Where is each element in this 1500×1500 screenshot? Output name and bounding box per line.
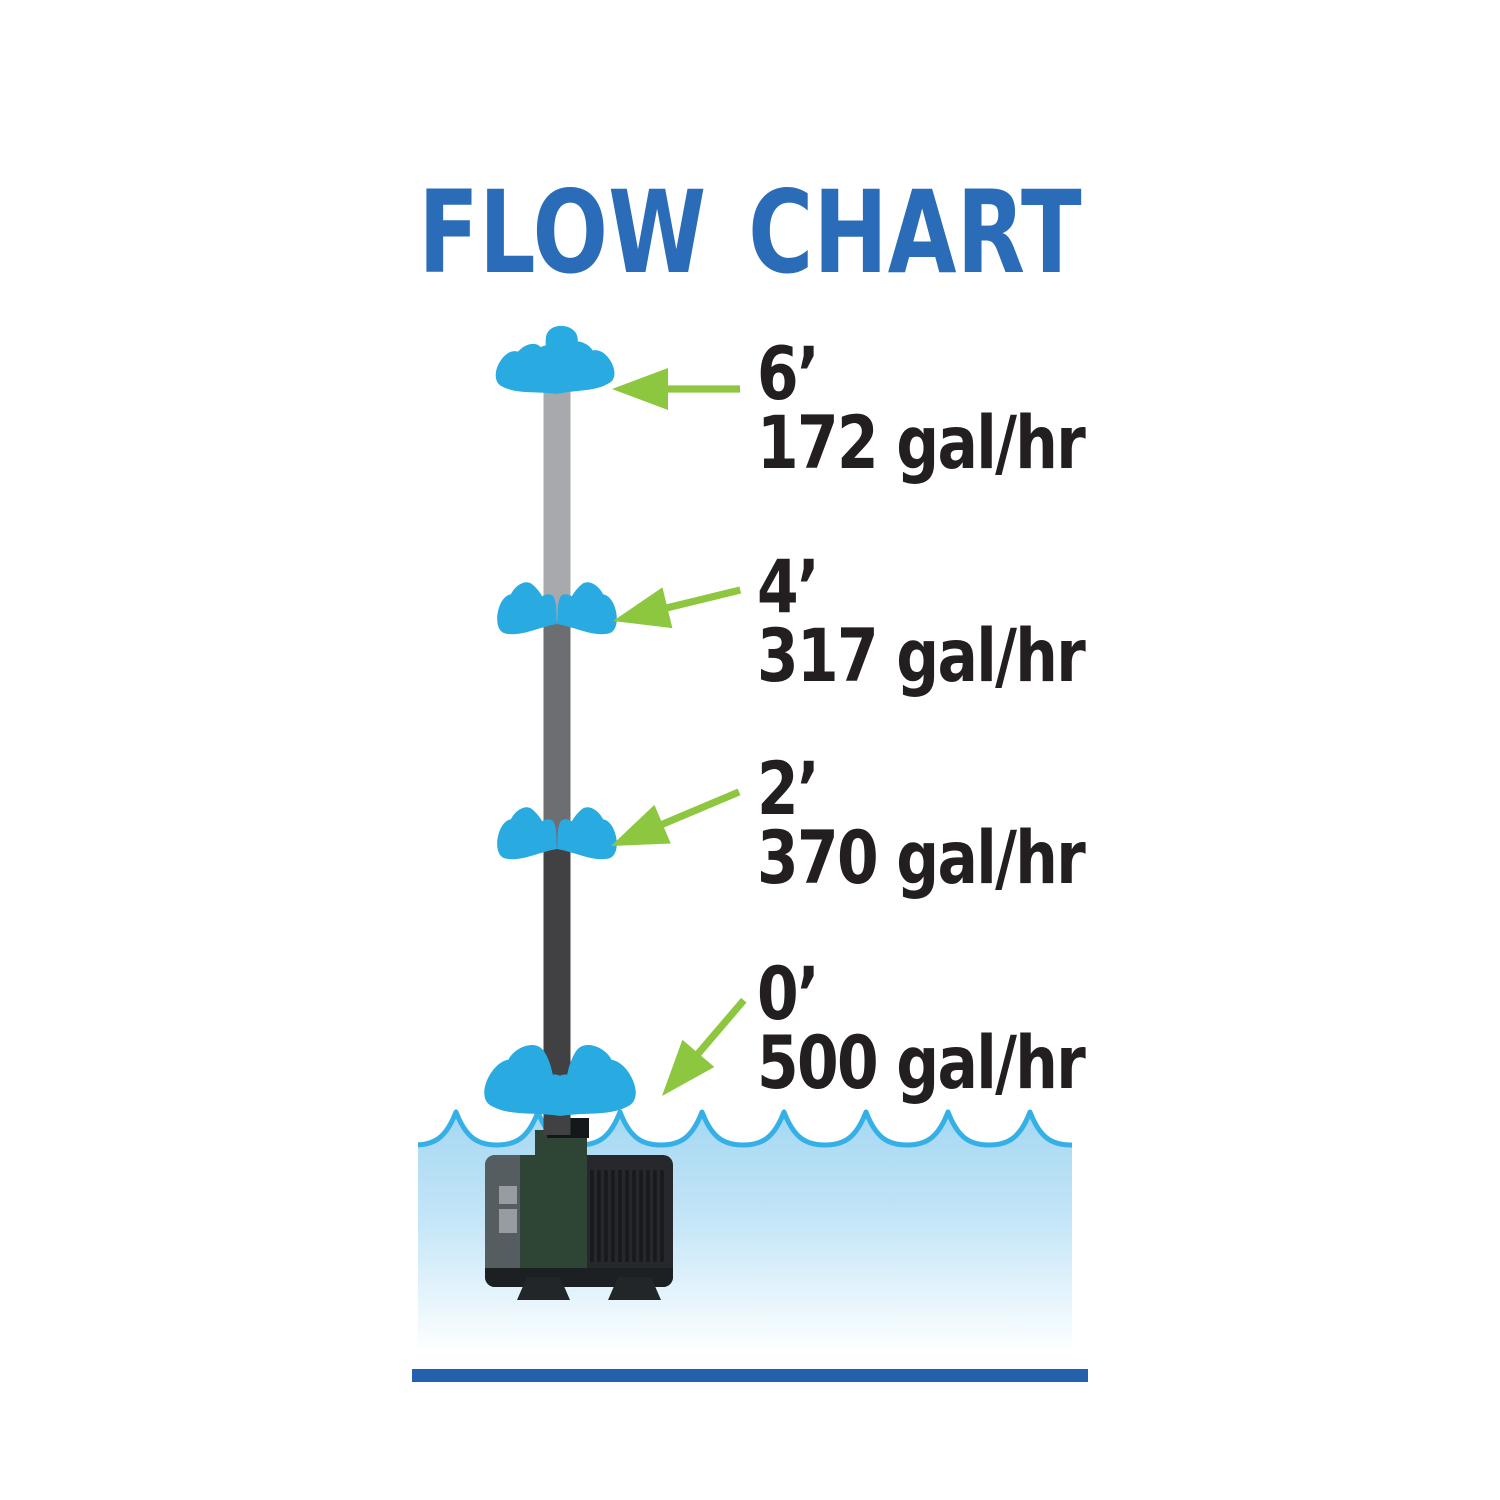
- flow-2ft: 370 gal/hr: [757, 816, 1086, 901]
- pump-vent-slot: [499, 1186, 517, 1204]
- pump-foot-left: [517, 1277, 570, 1300]
- flow-0ft: 500 gal/hr: [757, 1021, 1086, 1106]
- height-6ft: 6’: [757, 332, 820, 417]
- arrow-2ft-icon: [611, 788, 741, 846]
- base-line: [412, 1369, 1088, 1382]
- water-surface-waves: [418, 1109, 1072, 1148]
- label-2ft: 2’ 370 gal/hr: [757, 747, 1086, 901]
- pump-green-housing: [520, 1155, 587, 1287]
- label-4ft: 4’ 317 gal/hr: [757, 545, 1086, 699]
- pump-foot-right: [608, 1277, 661, 1300]
- arrows: [611, 368, 747, 1096]
- label-0ft: 0’ 500 gal/hr: [757, 952, 1086, 1106]
- arrow-4ft-icon: [613, 586, 742, 629]
- pump-slats: [590, 1170, 664, 1262]
- pump-vent-slot: [499, 1209, 517, 1233]
- height-0ft: 0’: [757, 952, 820, 1037]
- page-title: FLOW CHART: [418, 166, 1082, 299]
- pond-pump: [485, 1118, 673, 1300]
- height-2ft: 2’: [757, 747, 820, 832]
- riser-pipe: [543, 390, 571, 1135]
- arrow-6ft-icon: [612, 368, 740, 410]
- pond-water: [418, 1109, 1072, 1347]
- pipe-segment-top: [543, 390, 571, 622]
- arrow-0ft-icon: [662, 997, 747, 1096]
- height-4ft: 4’: [757, 545, 820, 630]
- flow-4ft: 317 gal/hr: [757, 614, 1086, 699]
- label-6ft: 6’ 172 gal/hr: [757, 332, 1086, 486]
- flow-6ft: 172 gal/hr: [757, 401, 1086, 486]
- pipe-segment-middle: [543, 622, 571, 847]
